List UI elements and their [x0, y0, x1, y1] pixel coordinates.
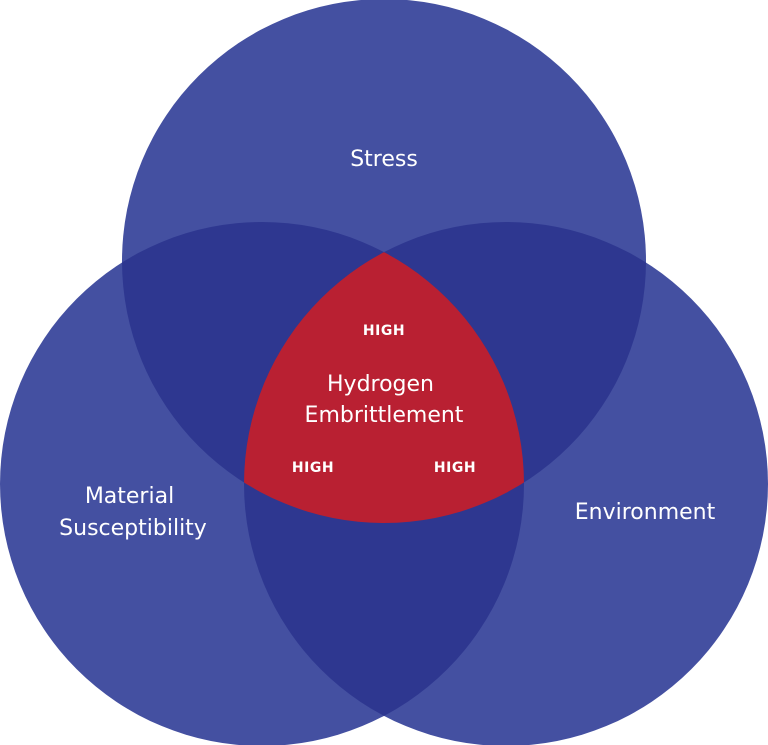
high-marker-right: HIGH [434, 460, 476, 476]
label-material-line-2: Susceptibility [59, 516, 207, 541]
high-marker-left: HIGH [292, 460, 334, 476]
label-material-susceptibility: Material Susceptibility [59, 484, 207, 541]
label-environment: Environment [575, 500, 716, 525]
center-label-line-1: Hydrogen [327, 372, 434, 397]
center-region-hydrogen-embrittlement [244, 222, 524, 523]
label-material-line-1: Material [85, 484, 174, 509]
high-marker-top: HIGH [363, 323, 405, 339]
label-stress: Stress [350, 147, 418, 172]
center-label-line-2: Embrittlement [305, 403, 464, 428]
center-label: Hydrogen Embrittlement [305, 372, 464, 428]
